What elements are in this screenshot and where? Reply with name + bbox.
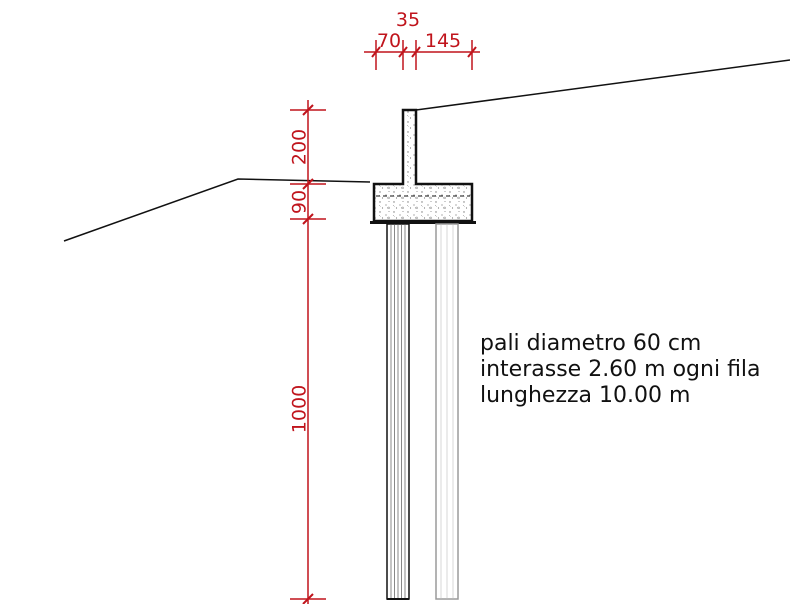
vertical-dimension-line: [290, 100, 326, 604]
uphill-ground-line: [415, 59, 790, 111]
downhill-ground-line: [63, 178, 371, 242]
top-dimension-line: [364, 40, 480, 70]
dim-label-145: 145: [425, 30, 461, 52]
note-line-diameter: pali diametro 60 cm: [480, 331, 701, 356]
note-line-spacing: interasse 2.60 m ogni fila: [480, 357, 761, 382]
terrain: [63, 59, 790, 242]
dim-label-90: 90: [289, 190, 311, 214]
pile-note: pali diametro 60 cm interasse 2.60 m ogn…: [480, 331, 761, 408]
pile-front: [386, 223, 410, 600]
pile-rear: [435, 223, 459, 600]
dim-label-70: 70: [377, 30, 401, 52]
note-line-length: lunghezza 10.00 m: [480, 383, 690, 408]
dim-label-200: 200: [289, 129, 311, 165]
dim-label-35: 35: [396, 9, 420, 31]
wall-structure: [370, 108, 476, 600]
wall-section: [372, 108, 474, 223]
dim-label-1000: 1000: [289, 385, 311, 433]
